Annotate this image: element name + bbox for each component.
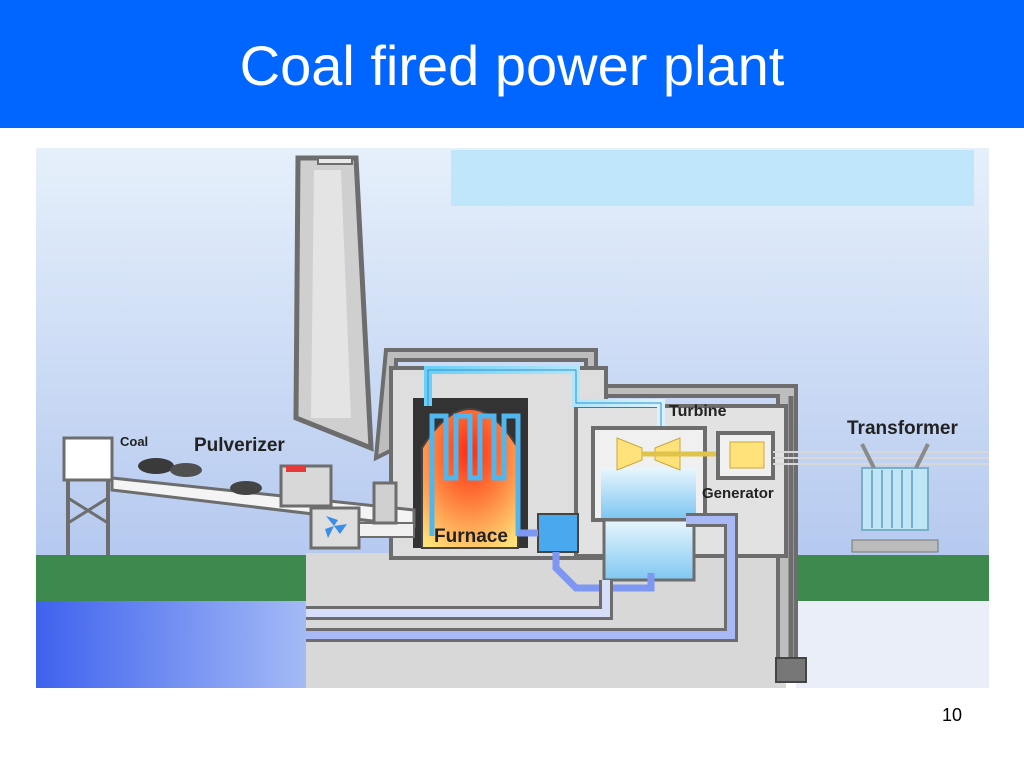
feedwater-pipe — [552, 552, 655, 592]
coal-pile-3 — [230, 481, 262, 495]
transformer-label: Transformer — [847, 418, 958, 439]
grounding-box — [775, 657, 807, 683]
water-area — [36, 601, 311, 688]
turbine-label: Turbine — [669, 403, 727, 420]
chimney-inner — [311, 170, 351, 418]
steam-pipe-to-turbine-edge — [427, 369, 662, 448]
hopper-brace-2 — [67, 496, 109, 525]
power-plant-diagram: Coal Pulverizer Furnace Turbine Generato… — [36, 148, 989, 688]
coal-feeder — [372, 481, 398, 525]
sky-highlight-panel — [451, 150, 974, 206]
generator-label: Generator — [702, 485, 774, 502]
page-number: 10 — [941, 705, 963, 725]
cooling-water-loop-inner — [306, 516, 735, 639]
turbine-blade-left — [616, 437, 643, 471]
ground-right — [796, 555, 989, 601]
burner-duct — [358, 522, 415, 538]
coal-hopper — [62, 436, 114, 482]
pulverizer-lid — [286, 466, 306, 472]
pulverizer-unit — [279, 464, 333, 508]
transformer-bushing-left — [860, 443, 876, 469]
pulverizer-label: Pulverizer — [194, 435, 285, 456]
fan-icon — [325, 516, 347, 538]
transformer-base — [851, 539, 939, 553]
furnace-label: Furnace — [434, 526, 508, 547]
coal-pile-2 — [170, 463, 202, 477]
condenser — [602, 518, 696, 582]
feed-pump — [537, 513, 579, 553]
coal-label: Coal — [120, 434, 148, 449]
cooling-water-intake-inner — [306, 580, 610, 617]
title-bar: Coal fired power plant — [0, 0, 1024, 128]
chimney-top — [317, 157, 353, 165]
fan-housing — [309, 506, 361, 550]
coal-pile-1 — [138, 458, 174, 474]
page-title: Coal fired power plant — [239, 34, 785, 97]
turbine-tank — [601, 468, 696, 518]
ground-under-transformer — [796, 601, 989, 688]
building-base — [306, 553, 786, 688]
boiler-tubes — [429, 413, 521, 536]
generator-core — [729, 441, 765, 469]
transformer-bushing-right — [914, 443, 930, 469]
ground-left — [36, 555, 311, 601]
